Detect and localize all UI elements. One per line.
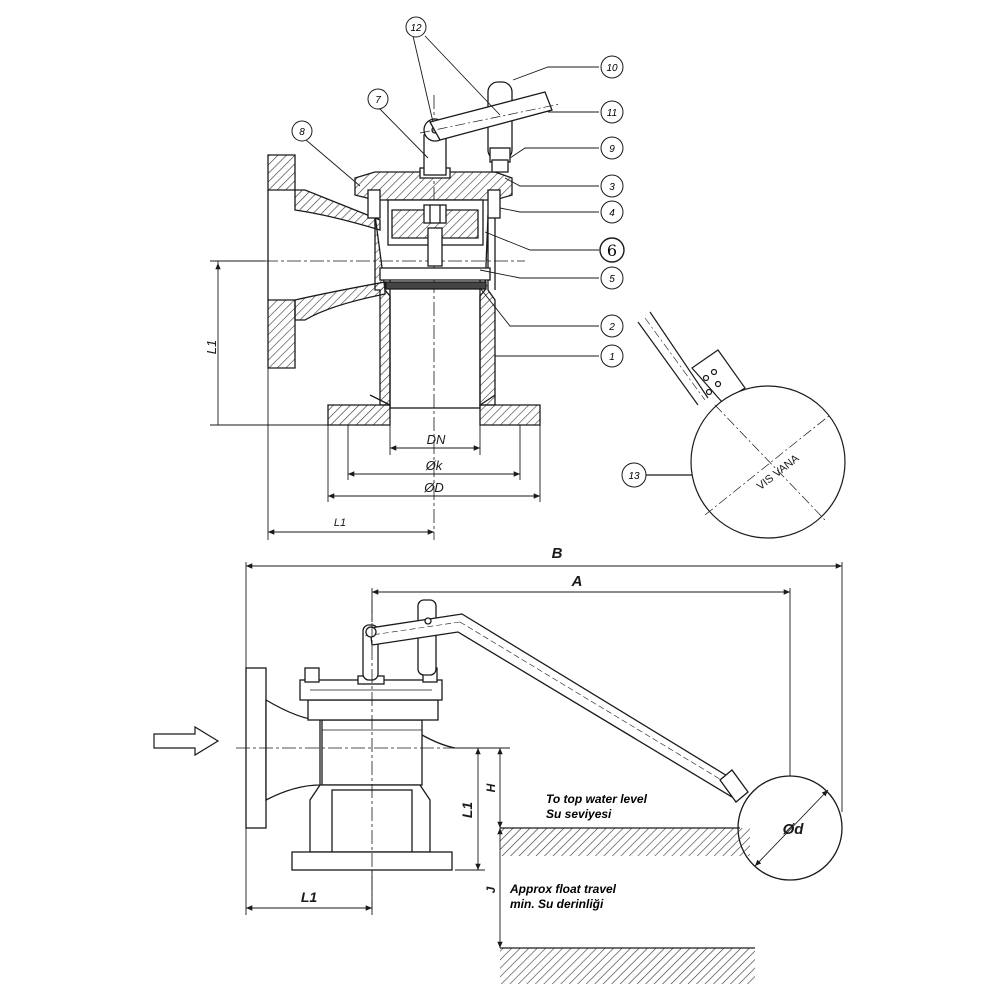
- dim-k: Øk: [425, 458, 444, 473]
- dim-l1-elev-horizontal: L1: [301, 889, 318, 905]
- svg-text:4: 4: [609, 208, 615, 219]
- section-dimensions: [210, 260, 541, 540]
- svg-text:3: 3: [609, 182, 615, 193]
- dim-j: J: [484, 886, 498, 893]
- water-level-top: [500, 828, 750, 856]
- disc: [391, 209, 479, 239]
- lever-arm: [429, 91, 553, 141]
- part-balloons: 12 7 8 10 11 9 3 4 6 5 2 1 13: [291, 16, 647, 488]
- svg-text:6: 6: [607, 241, 617, 260]
- float-ball: [690, 385, 846, 539]
- svg-text:8: 8: [299, 127, 305, 138]
- svg-text:10: 10: [606, 63, 618, 74]
- dim-dn: DN: [427, 432, 446, 447]
- svg-text:12: 12: [410, 23, 422, 34]
- balloon-3: 3: [600, 174, 624, 198]
- dim-l1-horizontal: L1: [334, 517, 346, 529]
- balloon-8: 8: [291, 120, 313, 142]
- bonnet-cover: [354, 171, 513, 201]
- outlet-flange: [327, 404, 391, 426]
- water-level-bottom: [500, 948, 755, 984]
- balloon-11: 11: [600, 100, 624, 124]
- note-travel-en: Approx float travel: [509, 882, 617, 896]
- note-travel-tr: min. Su derinliği: [510, 897, 604, 911]
- elevation-dimensions: [245, 562, 843, 948]
- outlet-pipe: [389, 277, 481, 409]
- balloon-2: 2: [600, 314, 624, 338]
- svg-text:1: 1: [609, 352, 615, 363]
- flow-arrow: [153, 725, 220, 757]
- svg-text:5: 5: [609, 274, 615, 285]
- dim-l1-elev-vertical: L1: [459, 802, 475, 819]
- dim-b: B: [552, 545, 563, 562]
- stem: [427, 227, 443, 267]
- float-detail: [637, 311, 846, 539]
- note-top-level-tr: Su seviyesi: [546, 807, 612, 821]
- inlet-nozzle-lower: [294, 281, 386, 321]
- balloon-5: 5: [600, 266, 624, 290]
- balloon-10: 10: [600, 55, 624, 79]
- seat-seal: [385, 281, 487, 290]
- dim-h: H: [484, 783, 498, 792]
- svg-text:2: 2: [608, 322, 615, 333]
- dim-a: A: [571, 573, 583, 590]
- svg-text:9: 9: [609, 144, 615, 155]
- inlet-flange: [267, 154, 296, 191]
- balloon-4: 4: [600, 200, 624, 224]
- seat-ring: [379, 267, 491, 281]
- balloon-6: 6: [599, 237, 625, 263]
- leader-lines: [298, 35, 599, 357]
- svg-text:11: 11: [607, 108, 617, 119]
- balloon-7: 7: [367, 88, 389, 110]
- elevation-view: [245, 599, 843, 881]
- dim-d-float: Ød: [783, 821, 805, 838]
- note-top-level-en: To top water level: [546, 792, 648, 806]
- balloon-12: 12: [405, 16, 427, 38]
- dim-d-flange: ØD: [423, 480, 444, 495]
- balloon-1: 1: [600, 344, 624, 368]
- svg-text:13: 13: [628, 471, 640, 482]
- svg-text:7: 7: [375, 95, 381, 106]
- balloon-9: 9: [600, 136, 624, 160]
- dim-l1-vertical: L1: [204, 340, 219, 354]
- section-view: [218, 81, 561, 540]
- inlet-nozzle-upper: [294, 189, 381, 231]
- balloon-13: 13: [621, 462, 647, 488]
